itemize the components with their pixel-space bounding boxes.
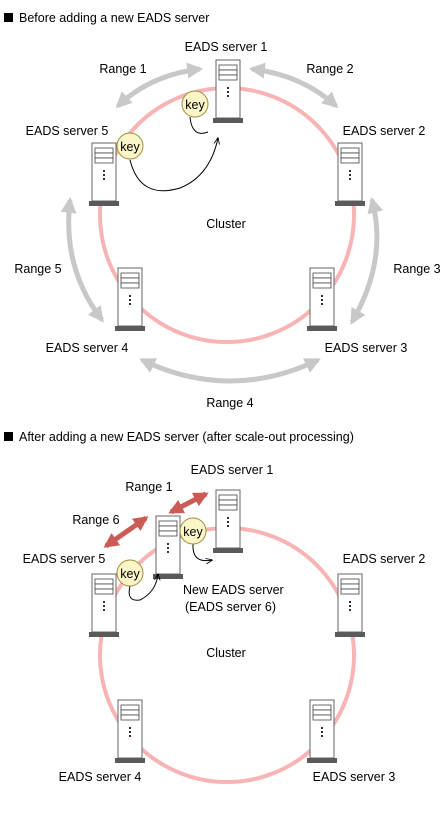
after-diagram: key key EADS server 1 EADS server 2 EADS… xyxy=(23,463,426,784)
range-6-label: Range 6 xyxy=(72,513,119,527)
cluster-label: Cluster xyxy=(206,217,246,231)
square-bullet-icon xyxy=(4,432,13,441)
key-transfer-arrow xyxy=(128,574,158,601)
range-6-arrow xyxy=(103,515,149,549)
eads-server-3-label: EADS server 3 xyxy=(313,770,396,784)
cluster-label: Cluster xyxy=(206,646,246,660)
key-transfer-arrow xyxy=(129,138,218,192)
new-server-label: New EADS server xyxy=(183,583,284,597)
range-3-arrow xyxy=(349,196,384,325)
range-2-arrow xyxy=(248,62,339,109)
key-label: key xyxy=(185,98,205,112)
key-link-line xyxy=(189,116,209,134)
eads-server-4-icon xyxy=(114,699,146,764)
range-1-arrow xyxy=(168,491,209,515)
range-5-label: Range 5 xyxy=(14,262,61,276)
before-diagram: key key EADS server 1 EADS server 2 EADS… xyxy=(14,40,440,410)
range-3-label: Range 3 xyxy=(393,262,440,276)
eads-server-4-label: EADS server 4 xyxy=(46,341,129,355)
eads-server-5-label: EADS server 5 xyxy=(23,552,106,566)
range-1-label: Range 1 xyxy=(99,62,146,76)
eads-server-3-icon xyxy=(306,267,338,332)
range-4-arrow xyxy=(139,357,321,384)
square-bullet-icon xyxy=(4,13,13,22)
key-bubble-server-6 xyxy=(179,517,207,545)
eads-server-1-label: EADS server 1 xyxy=(191,463,274,477)
range-4-label: Range 4 xyxy=(206,396,253,410)
range-1-label: Range 1 xyxy=(125,480,172,494)
key-label: key xyxy=(183,525,203,539)
eads-server-5-label: EADS server 5 xyxy=(26,124,109,138)
eads-server-1-icon xyxy=(212,59,244,124)
after-section-title: After adding a new EADS server (after sc… xyxy=(4,430,354,444)
new-server-sublabel: (EADS server 6) xyxy=(185,600,276,614)
eads-server-2-icon xyxy=(334,573,366,638)
after-title-text: After adding a new EADS server (after sc… xyxy=(19,430,354,444)
before-section-title: Before adding a new EADS server xyxy=(4,11,209,25)
eads-server-1-icon xyxy=(212,489,244,554)
eads-server-3-label: EADS server 3 xyxy=(325,341,408,355)
range-5-arrow xyxy=(60,196,104,323)
eads-server-5-icon xyxy=(88,142,120,207)
eads-server-4-label: EADS server 4 xyxy=(59,770,142,784)
eads-server-2-icon xyxy=(334,142,366,207)
key-label: key xyxy=(120,140,140,154)
eads-server-1-label: EADS server 1 xyxy=(185,40,268,54)
key-label: key xyxy=(120,567,140,581)
eads-server-2-label: EADS server 2 xyxy=(343,552,426,566)
range-1-arrow xyxy=(115,62,204,109)
key-bubble-server-5 xyxy=(116,132,144,160)
key-link-line xyxy=(192,543,212,561)
key-bubble-server-1 xyxy=(181,90,209,118)
eads-server-5-icon xyxy=(88,573,120,638)
eads-server-3-icon xyxy=(306,699,338,764)
before-title-text: Before adding a new EADS server xyxy=(19,11,210,25)
eads-server-4-icon xyxy=(114,267,146,332)
eads-server-2-label: EADS server 2 xyxy=(343,124,426,138)
new-eads-server-6-icon xyxy=(152,515,184,580)
range-2-label: Range 2 xyxy=(306,62,353,76)
key-bubble-server-5 xyxy=(116,559,144,587)
